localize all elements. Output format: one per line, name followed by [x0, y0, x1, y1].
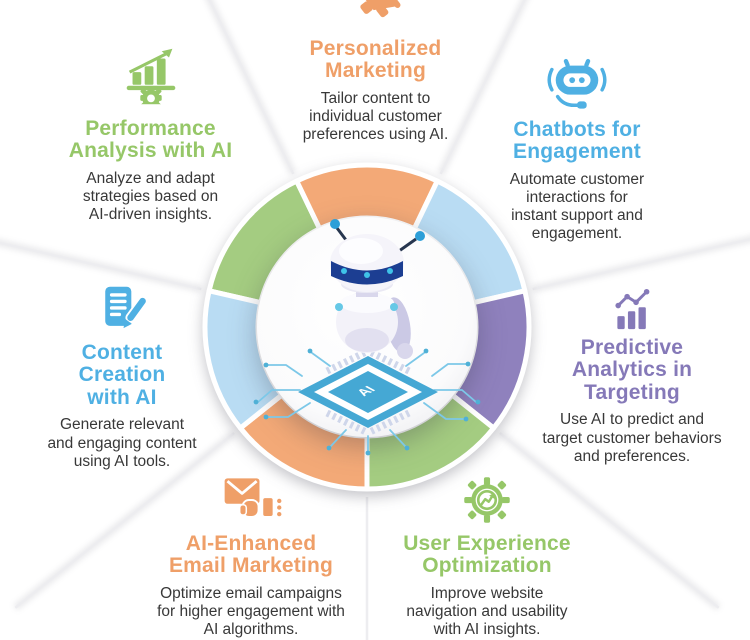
- section-title-line: Creation: [78, 363, 166, 387]
- section-desc-line: Generate relevant: [59, 416, 185, 434]
- section-desc-line: and preferences.: [573, 447, 691, 465]
- section-performance-analysis: Performance Analysis with AI Analyze and…: [28, 40, 273, 224]
- section-desc-line: Tailor content to: [320, 89, 431, 107]
- section-desc-line: preferences using AI.: [302, 126, 449, 144]
- section-title-line: Marketing: [325, 59, 426, 83]
- section-desc-line: instant support and: [511, 207, 643, 225]
- section-desc-line: Analyze and adapt: [86, 169, 215, 187]
- section-title-line: Analysis with AI: [68, 139, 233, 163]
- section-title-line: Predictive: [580, 336, 684, 359]
- section-desc-line: target customer behaviors: [542, 429, 722, 447]
- chatbot-head-icon: [547, 58, 607, 109]
- gear-growth-arrow-icon: [464, 477, 510, 523]
- section-personalized-marketing: Personalized Marketing Tailor content to…: [283, 0, 468, 144]
- section-user-experience: User Experience Optimization Improve web…: [380, 472, 594, 639]
- section-title-line: AI-Enhanced: [185, 532, 317, 555]
- section-content-creation: Content Creation with AI Generate releva…: [22, 283, 222, 471]
- megaphone-icon: [359, 0, 400, 18]
- section-desc-line: Automate customer: [509, 170, 645, 188]
- section-email-marketing: AI-Enhanced Email Marketing Optimize ema…: [132, 470, 370, 639]
- section-desc-line: engagement.: [531, 225, 623, 243]
- section-desc-line: for higher engagement with: [157, 603, 345, 621]
- section-desc-line: with AI insights.: [433, 621, 541, 639]
- section-title-line: with AI: [87, 385, 157, 409]
- section-title-line: Optimization: [422, 554, 552, 578]
- section-title-line: Content: [81, 341, 163, 364]
- section-title-line: User Experience: [403, 532, 571, 555]
- bar-chart-growth-gear-icon: [123, 48, 178, 112]
- section-desc-line: and engaging content: [47, 434, 197, 452]
- section-title-line: Targeting: [584, 380, 680, 404]
- document-pen-icon: [105, 286, 148, 329]
- analytics-bars-trend-icon: [615, 288, 650, 330]
- circuit-traces-illustration: [253, 348, 481, 456]
- section-title-line: Email Marketing: [168, 554, 334, 578]
- section-desc-line: strategies based on: [82, 188, 219, 206]
- ai-chip-illustration: AI: [298, 348, 438, 436]
- section-desc-line: individual customer: [309, 108, 442, 126]
- section-predictive-analytics: Predictive Analytics in Targeting Use AI…: [518, 283, 746, 466]
- envelope-hand-icon: [224, 478, 282, 518]
- section-desc-line: Optimize email campaigns: [160, 584, 342, 602]
- section-desc-line: using AI tools.: [73, 452, 171, 470]
- section-title-line: Performance: [85, 117, 216, 140]
- section-desc-line: navigation and usability: [406, 603, 568, 621]
- section-desc-line: AI-driven insights.: [88, 206, 213, 224]
- section-title-line: Analytics in: [571, 358, 693, 382]
- section-desc-line: Use AI to predict and: [560, 411, 704, 429]
- section-title-line: Personalized: [309, 37, 442, 60]
- section-desc-line: Improve website: [430, 584, 544, 602]
- section-title-line: Chatbots for: [513, 118, 641, 141]
- robot-illustration: [330, 219, 425, 359]
- section-desc-line: AI algorithms.: [203, 621, 299, 639]
- section-title-line: Engagement: [512, 140, 642, 164]
- section-chatbots-engagement: Chatbots for Engagement Automate custome…: [482, 54, 672, 243]
- section-desc-line: interactions for: [526, 189, 628, 207]
